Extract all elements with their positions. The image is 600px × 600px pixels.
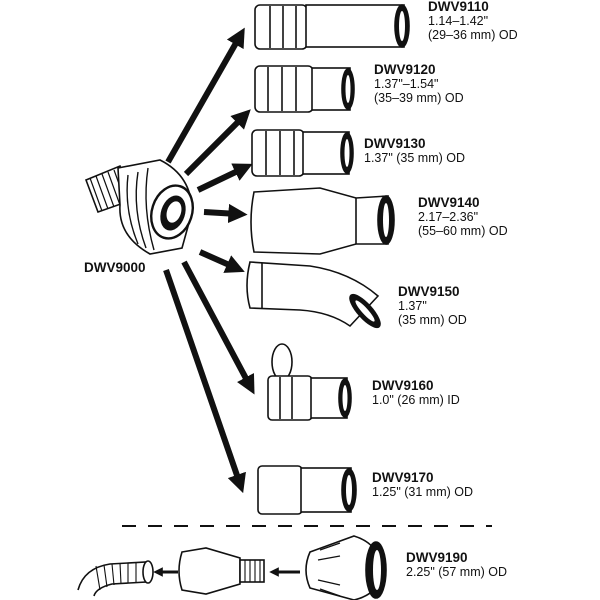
part-spec: 1.37" — [398, 299, 427, 313]
part-code: DWV9000 — [84, 260, 146, 275]
part-spec: (55–60 mm) OD — [418, 224, 508, 238]
arrow-to-dwv9140 — [203, 203, 248, 224]
label-dwv9110: DWV9110 1.14–1.42" (29–36 mm) OD — [428, 0, 518, 42]
part-spec: 1.0" (26 mm) ID — [372, 393, 460, 407]
arrow-to-dwv9160 — [181, 260, 255, 395]
dwv9190-assembly-illustration — [77, 535, 387, 600]
part-code: DWV9160 — [372, 378, 434, 393]
label-dwv9120: DWV9120 1.37"–1.54" (35–39 mm) OD — [374, 62, 464, 105]
label-dwv9140: DWV9140 2.17–2.36" (55–60 mm) OD — [418, 195, 508, 238]
arrow-to-dwv9110 — [165, 27, 245, 164]
adapter-dwv9110-illustration — [254, 4, 410, 50]
part-spec: (29–36 mm) OD — [428, 28, 518, 42]
part-spec: 1.37" (35 mm) OD — [364, 151, 465, 165]
part-code: DWV9170 — [372, 470, 434, 485]
part-code: DWV9140 — [418, 195, 480, 210]
label-dwv9170: DWV9170 1.25" (31 mm) OD — [372, 470, 473, 499]
adapter-dwv9140-illustration — [250, 187, 395, 255]
label-dwv9190: DWV9190 2.25" (57 mm) OD — [406, 550, 507, 579]
adapter-dwv9160-illustration — [267, 343, 352, 421]
label-dwv9000: DWV9000 — [84, 260, 146, 275]
part-code: DWV9190 — [406, 550, 468, 565]
part-code: DWV9120 — [374, 62, 436, 77]
adapter-dwv9130-illustration — [251, 129, 354, 177]
part-spec: 1.14–1.42" — [428, 14, 489, 28]
adapter-dwv9120-illustration — [254, 65, 355, 113]
part-code: DWV9150 — [398, 284, 460, 299]
hub-dwv9000-illustration — [84, 159, 194, 255]
label-dwv9160: DWV9160 1.0" (26 mm) ID — [372, 378, 460, 407]
part-code: DWV9110 — [428, 0, 489, 14]
adapter-dwv9170-illustration — [257, 465, 357, 515]
arrow-to-dwv9120 — [183, 109, 251, 177]
label-dwv9130: DWV9130 1.37" (35 mm) OD — [364, 136, 465, 165]
part-code: DWV9130 — [364, 136, 426, 151]
part-spec: 1.37"–1.54" — [374, 77, 439, 91]
arrows — [163, 27, 255, 494]
label-dwv9150: DWV9150 1.37" (35 mm) OD — [398, 284, 467, 327]
part-spec: (35 mm) OD — [398, 313, 467, 327]
part-spec: 2.25" (57 mm) OD — [406, 565, 507, 579]
arrow-to-dwv9130 — [196, 163, 253, 193]
arrow-to-dwv9170 — [163, 269, 246, 494]
adapter-dwv9150-illustration — [246, 261, 381, 329]
part-spec: (35–39 mm) OD — [374, 91, 464, 105]
part-spec: 2.17–2.36" — [418, 210, 479, 224]
part-spec: 1.25" (31 mm) OD — [372, 485, 473, 499]
arrow-to-dwv9150 — [198, 249, 245, 273]
